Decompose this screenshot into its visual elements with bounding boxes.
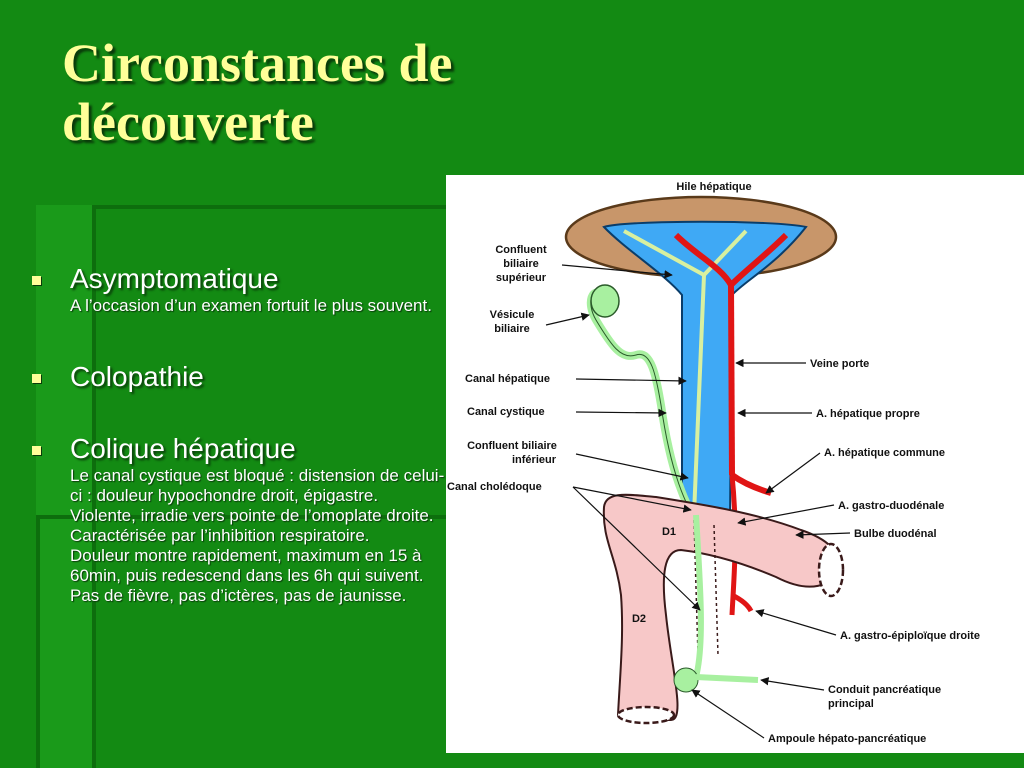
bile-duct-funnel bbox=[602, 220, 808, 521]
background-line-vertical-1 bbox=[92, 205, 96, 768]
label-confluent-inf-2: inférieur bbox=[512, 454, 557, 466]
bullet-body: Le canal cystique est bloqué : distensio… bbox=[70, 466, 445, 605]
square-bullet-icon bbox=[32, 446, 41, 455]
label-a-hepatique-commune: A. hépatique commune bbox=[824, 447, 945, 459]
label-vesicule-1: Vésicule bbox=[490, 309, 535, 321]
page-title: Circonstances de découverte bbox=[62, 33, 453, 152]
square-bullet-icon bbox=[32, 276, 41, 285]
gastroduodenal-dotted bbox=[713, 524, 719, 656]
arrow-vesicule bbox=[545, 312, 590, 326]
ampulla bbox=[673, 667, 699, 693]
bullet-item-colique-hepatique: Colique hépatique Le canal cystique est … bbox=[32, 432, 446, 606]
label-confluent-sup-2: biliaire bbox=[503, 258, 538, 270]
duodenum-end-bottom bbox=[616, 705, 676, 725]
gastroepiploic-artery bbox=[730, 592, 754, 613]
arrow-bulbe-duodenal bbox=[795, 530, 851, 539]
label-canal-hepatique: Canal hépatique bbox=[465, 373, 550, 385]
choledoque bbox=[693, 514, 704, 678]
label-confluent-sup-1: Confluent bbox=[495, 244, 547, 256]
label-conduit-pancreatique-2: principal bbox=[828, 698, 874, 710]
background-line-vertical-2 bbox=[36, 515, 40, 768]
anatomy-figure: D1 D2 Hile hépatique Confluent biliaire … bbox=[446, 175, 1024, 753]
bullet-title: Asymptomatique bbox=[70, 263, 279, 294]
label-canal-cystique: Canal cystique bbox=[467, 406, 545, 418]
segment-label-d1: D1 bbox=[662, 526, 676, 538]
label-a-gastro-duodenale: A. gastro-duodénale bbox=[838, 500, 944, 512]
arrow-a-gastro-duodenale bbox=[737, 504, 835, 526]
common-hepatic-artery bbox=[730, 472, 772, 496]
background-line-horizontal-2 bbox=[36, 515, 446, 519]
label-ampoule: Ampoule hépato-pancréatique bbox=[768, 733, 926, 745]
label-veine-porte: Veine porte bbox=[810, 358, 869, 370]
gallbladder-outline bbox=[590, 291, 699, 526]
arrow-conduit-pancreatique bbox=[760, 677, 825, 691]
arrow-confluent-sup bbox=[561, 264, 673, 279]
bile-duct-branch-left bbox=[623, 229, 705, 277]
bullet-title: Colopathie bbox=[70, 361, 204, 392]
label-a-gastro-epiploique: A. gastro-épiploïque droite bbox=[840, 630, 980, 642]
gallbladder-fundus bbox=[590, 284, 620, 318]
pancreatic-duct bbox=[695, 674, 759, 683]
background-band-left bbox=[36, 205, 96, 768]
bullet-item-colopathie: Colopathie bbox=[32, 360, 446, 394]
bullet-item-asymptomatique: Asymptomatique A l’occasion d’un examen … bbox=[32, 262, 446, 316]
duodenum-end-right bbox=[817, 542, 845, 598]
arrow-a-gastro-epiploique bbox=[755, 609, 837, 636]
label-confluent-inf-1: Confluent biliaire bbox=[467, 440, 557, 452]
label-conduit-pancreatique-1: Conduit pancréatique bbox=[828, 684, 941, 696]
duodenum bbox=[602, 493, 843, 722]
arrow-choledoque-1 bbox=[572, 486, 692, 513]
hepatic-artery-right bbox=[728, 232, 789, 288]
label-bulbe-duodenal: Bulbe duodénal bbox=[854, 528, 937, 540]
label-confluent-sup-3: supérieur bbox=[496, 272, 547, 284]
label-a-hepatique-propre: A. hépatique propre bbox=[816, 408, 920, 420]
label-canal-choledoque: Canal cholédoque bbox=[447, 481, 542, 493]
hepatic-artery-left bbox=[673, 232, 734, 287]
bile-duct-branch-right bbox=[702, 229, 748, 277]
arrow-confluent-inf bbox=[575, 453, 689, 481]
label-vesicule-2: biliaire bbox=[494, 323, 529, 335]
segment-label-d2: D2 bbox=[632, 613, 646, 625]
label-hile-hepatique: Hile hépatique bbox=[676, 181, 751, 193]
biliary-anatomy-diagram: D1 D2 Hile hépatique Confluent biliaire … bbox=[447, 181, 980, 745]
arrow-canal-cystique bbox=[575, 408, 667, 418]
hepatic-artery-proper bbox=[728, 284, 735, 476]
arrow-a-hepatique-commune bbox=[765, 452, 821, 494]
arrow-choledoque-2 bbox=[572, 486, 701, 611]
common-hepatic-duct bbox=[692, 274, 706, 516]
square-bullet-icon bbox=[32, 374, 41, 383]
background-line-horizontal-1 bbox=[96, 205, 446, 209]
bullet-list: Asymptomatique A l’occasion d’un examen … bbox=[32, 262, 446, 606]
choledoque-dotted bbox=[693, 519, 699, 656]
arrow-ampoule bbox=[691, 689, 765, 739]
bullet-body: A l’occasion d’un examen fortuit le plus… bbox=[70, 296, 432, 315]
arrow-canal-hepatique bbox=[575, 376, 687, 386]
bullet-title: Colique hépatique bbox=[70, 433, 296, 464]
